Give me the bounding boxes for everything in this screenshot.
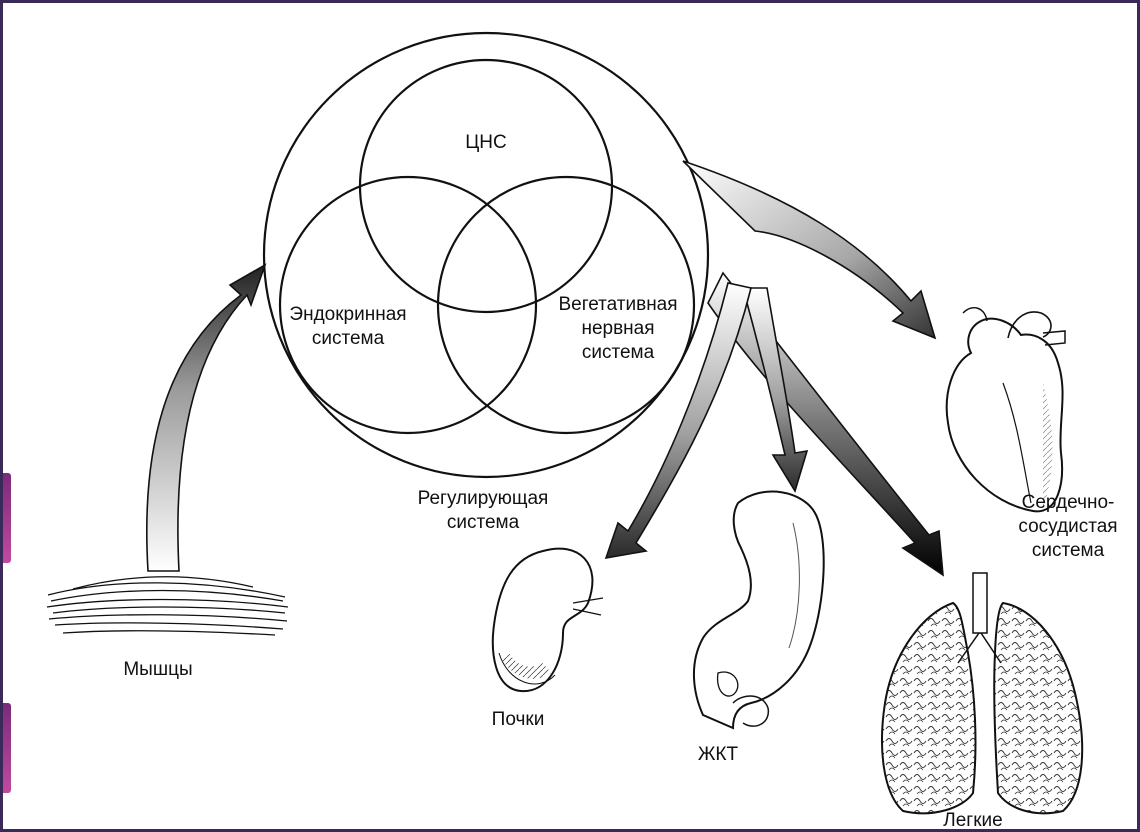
lungs-label: Легкие bbox=[933, 809, 1013, 832]
cns-circle bbox=[360, 60, 612, 312]
muscles-label: Мышцы bbox=[103, 658, 213, 682]
cardio-label-line1: Сердечно- bbox=[1008, 491, 1128, 515]
regulating-label: Регулирующая система bbox=[403, 487, 563, 535]
autonomic-label-line3: система bbox=[543, 341, 693, 365]
autonomic-label: Вегетативная нервная система bbox=[543, 293, 693, 365]
cardiovascular-label: Сердечно- сосудистая система bbox=[1008, 491, 1128, 563]
lungs-icon bbox=[882, 573, 1082, 813]
cns-label: ЦНС bbox=[446, 131, 526, 155]
cardio-label-line2: сосудистая bbox=[1008, 515, 1128, 539]
arrow-muscles-to-regulation bbox=[147, 265, 265, 571]
diagram-canvas bbox=[3, 3, 1140, 832]
kidney-icon bbox=[493, 549, 603, 691]
cardio-label-line3: система bbox=[1008, 539, 1128, 563]
muscle-icon bbox=[47, 577, 288, 635]
regulating-label-line1: Регулирующая bbox=[403, 487, 563, 511]
endocrine-label: Эндокринная система bbox=[278, 303, 418, 351]
stomach-icon bbox=[694, 492, 824, 728]
gi-label: ЖКТ bbox=[683, 743, 753, 767]
endocrine-label-line1: Эндокринная bbox=[278, 303, 418, 327]
heart-icon bbox=[947, 308, 1065, 512]
autonomic-label-line1: Вегетативная bbox=[543, 293, 693, 317]
kidneys-label: Почки bbox=[473, 708, 563, 732]
endocrine-label-line2: система bbox=[278, 327, 418, 351]
regulating-system-circle bbox=[264, 33, 708, 477]
regulating-label-line2: система bbox=[403, 511, 563, 535]
autonomic-label-line2: нервная bbox=[543, 317, 693, 341]
